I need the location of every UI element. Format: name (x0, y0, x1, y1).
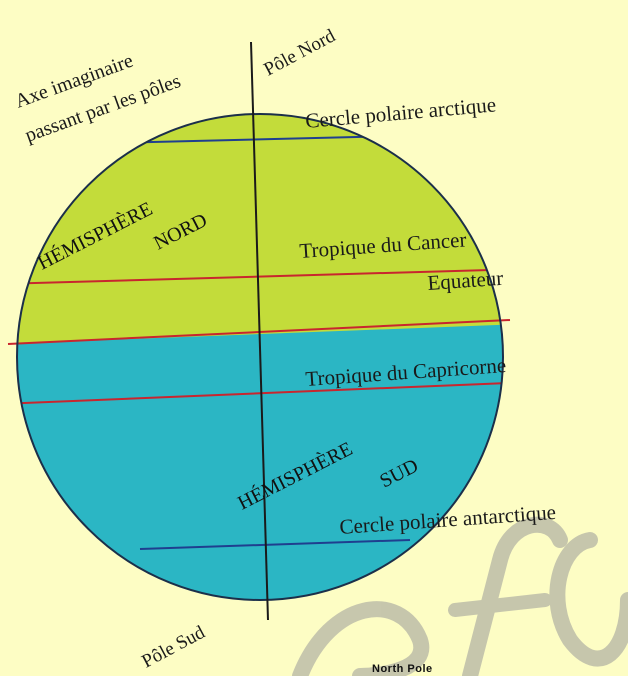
antarctic-circle-line (139, 539, 411, 550)
polar-axis-line (250, 41, 269, 621)
equator-label: Equateur (427, 266, 504, 295)
tropic-of-cancer-line (17, 265, 503, 285)
arctic-circle-label: Cercle polaire arctique (304, 92, 497, 133)
bottom-caption: North Pole (372, 663, 433, 675)
tropic-of-capricorn-line (17, 377, 503, 405)
north-pole-label: Pôle Nord (260, 25, 339, 80)
globe-outline (16, 113, 504, 601)
watermark (292, 516, 628, 676)
south-pole-label: Pôle Sud (138, 622, 208, 673)
northern-hemisphere-fill (17, 114, 503, 344)
arctic-circle-line (109, 135, 401, 144)
